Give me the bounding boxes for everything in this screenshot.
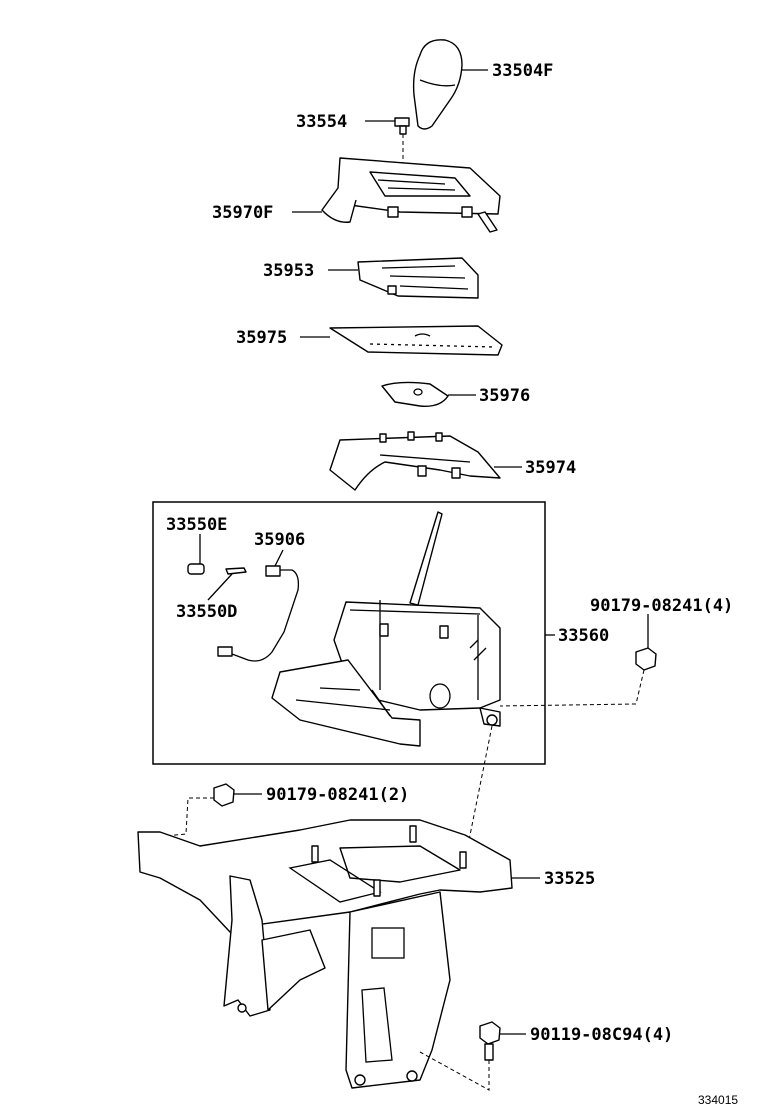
label-35953: 35953	[263, 261, 314, 281]
dash-nut-left	[163, 797, 214, 837]
diagram-id: 334015	[698, 1093, 738, 1107]
label-33550E: 33550E	[166, 515, 227, 535]
pin-33550E[interactable]	[187, 563, 205, 575]
label-35970F: 35970F	[212, 203, 273, 223]
lower-housing[interactable]	[329, 431, 501, 491]
label-35974: 35974	[525, 458, 576, 478]
bolt-90119[interactable]	[479, 1021, 501, 1061]
assembly-frame	[152, 501, 546, 765]
small-plate[interactable]	[381, 381, 449, 407]
switch-35906[interactable]	[217, 565, 300, 662]
leader-35906	[274, 549, 284, 567]
indicator-housing[interactable]	[321, 157, 501, 233]
leader-33550D	[207, 573, 233, 601]
label-bolt: 90119-08C94(4)	[530, 1025, 673, 1045]
label-33554: 33554	[296, 112, 347, 132]
label-33525: 33525	[544, 869, 595, 889]
label-33550D: 33550D	[176, 602, 237, 622]
bracket-33525[interactable]	[137, 819, 513, 1089]
shift-knob[interactable]	[412, 39, 463, 130]
label-nut-right: 90179-08241(4)	[590, 596, 733, 616]
label-33504F: 33504F	[492, 61, 553, 81]
shifter-assembly[interactable]	[271, 511, 501, 747]
label-35975: 35975	[236, 328, 287, 348]
nut-right[interactable]	[635, 647, 657, 671]
nut-left[interactable]	[213, 783, 235, 807]
dash-bolt	[419, 1051, 490, 1091]
slide-plate[interactable]	[357, 257, 479, 299]
label-35976: 35976	[479, 386, 530, 406]
screw-33554[interactable]	[394, 117, 410, 135]
dust-cover[interactable]	[329, 325, 503, 356]
label-33560: 33560	[558, 626, 609, 646]
dash-nut-right	[499, 669, 645, 707]
label-35906: 35906	[254, 530, 305, 550]
pin-33550D[interactable]	[225, 567, 247, 575]
label-nut-left: 90179-08241(2)	[266, 785, 409, 805]
